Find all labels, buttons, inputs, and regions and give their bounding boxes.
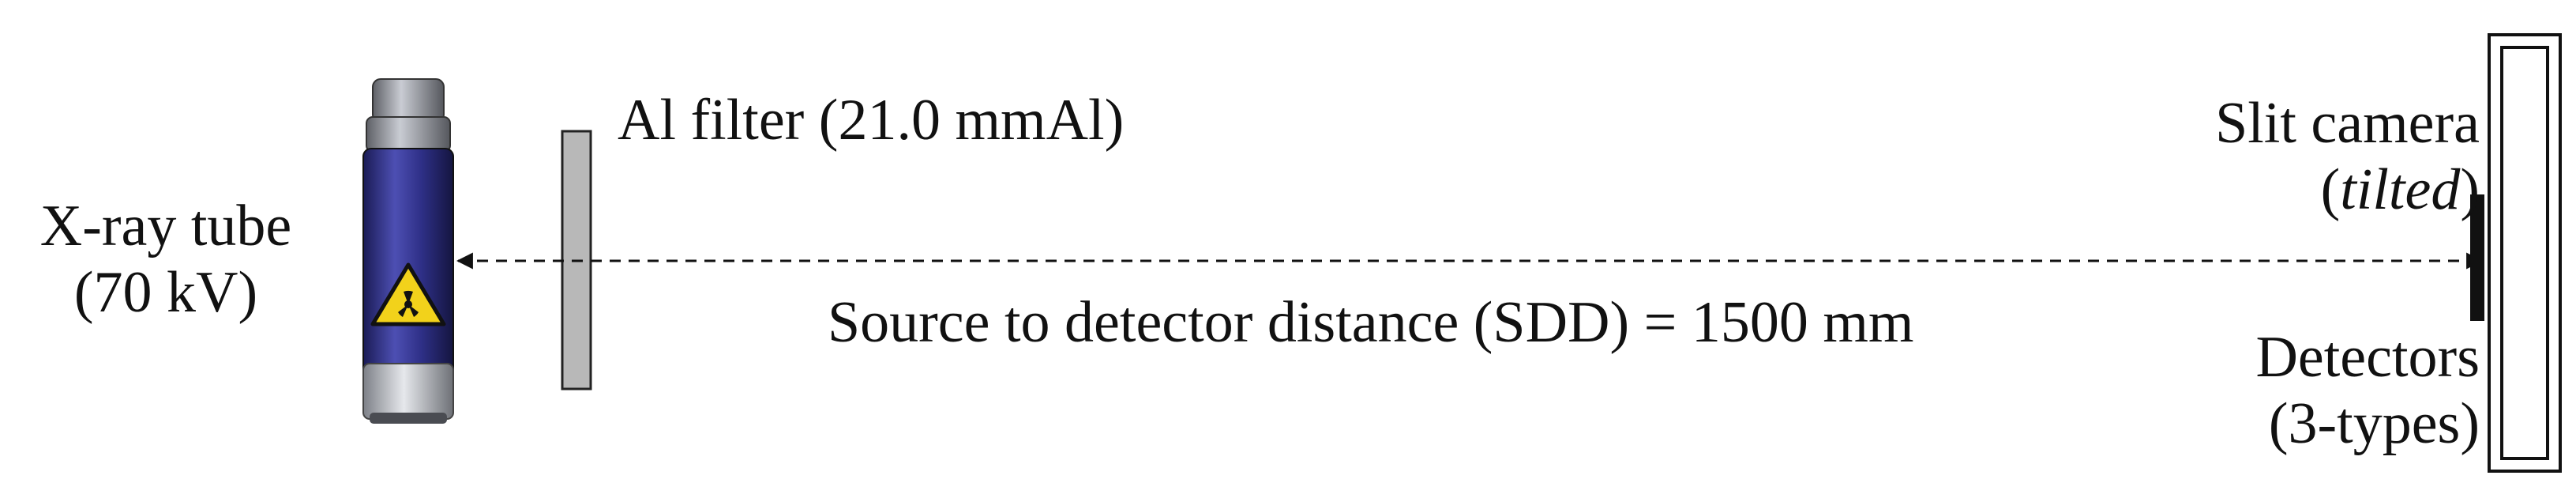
al-filter-label: Al filter (21.0 mmAl) (618, 88, 1125, 153)
radiation-hazard-icon (370, 262, 446, 326)
slit-camera-tilted: tilted (2340, 157, 2461, 222)
slit-camera-close-paren: ) (2460, 157, 2480, 222)
detector-bar (2470, 194, 2484, 321)
detectors-label-line1: Detectors (2255, 325, 2480, 390)
slit-camera-label-line1: Slit camera (2215, 91, 2480, 156)
detectors-label: Detectors (3-types) (2085, 324, 2480, 457)
x-ray-tube-label-line2: (70 kV) (73, 260, 258, 325)
slit-camera-housing (2488, 33, 2562, 473)
x-ray-tube-label-line1: X-ray tube (39, 194, 292, 258)
sdd-label: Source to detector distance (SDD) = 1500… (828, 290, 1914, 355)
slit-camera-label-line2: (tilted) (2085, 157, 2480, 223)
x-ray-tube-icon (362, 78, 454, 424)
slit-camera-open-paren: ( (2320, 157, 2341, 222)
detectors-label-line2: (3-types) (2268, 391, 2480, 456)
slit-camera-label: Slit camera (tilted) (2085, 90, 2480, 223)
x-ray-tube-label: X-ray tube (70 kV) (16, 193, 316, 326)
